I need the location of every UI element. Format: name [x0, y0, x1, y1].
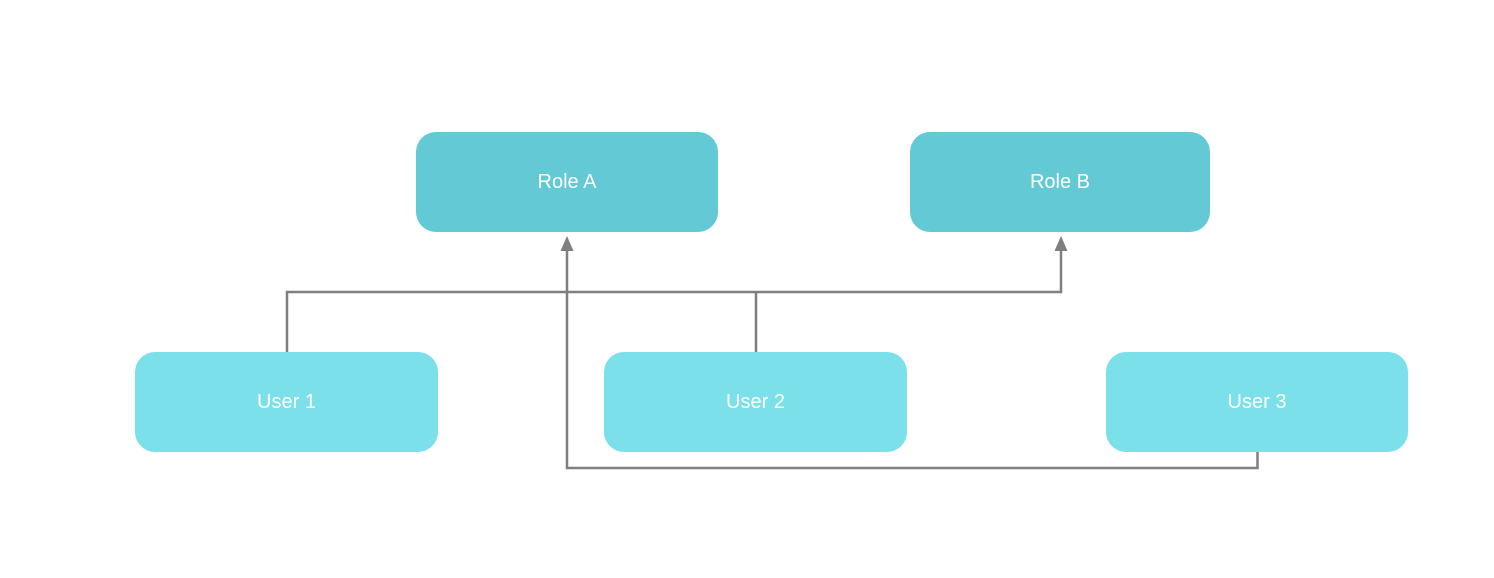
- node-role-b[interactable]: Role B: [910, 132, 1210, 232]
- node-user-1-label: User 1: [257, 390, 316, 413]
- node-role-b-label: Role B: [1029, 170, 1091, 193]
- arrowhead-role-a: [560, 236, 574, 251]
- node-user-2[interactable]: User 2: [604, 352, 907, 452]
- node-role-a-label: Role A: [537, 170, 597, 193]
- edge-user1-to-role-b[interactable]: [285, 236, 1068, 352]
- node-user-3-label: User 3: [1227, 390, 1287, 413]
- node-role-a[interactable]: Role A: [416, 132, 718, 232]
- arrowhead-role-b: [1054, 236, 1068, 251]
- node-user-1[interactable]: User 1: [135, 352, 438, 452]
- node-user-2-label: User 2: [726, 390, 785, 413]
- node-user-3[interactable]: User 3: [1106, 352, 1408, 452]
